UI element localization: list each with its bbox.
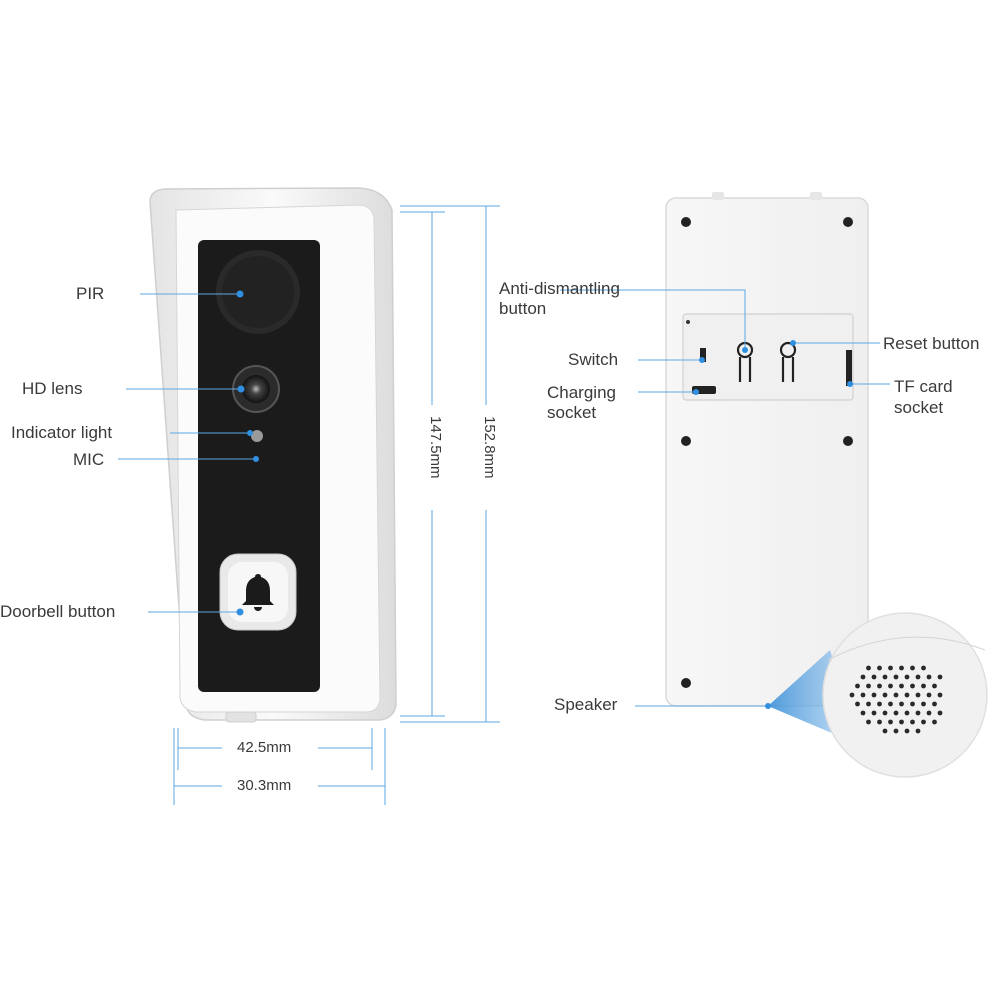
speaker-hole xyxy=(921,701,926,707)
speaker-hole xyxy=(915,728,921,734)
speaker-hole xyxy=(877,719,882,725)
speaker-hole xyxy=(926,674,932,680)
speaker-hole xyxy=(937,710,943,716)
speaker-hole xyxy=(888,665,893,671)
label-anti-dismantling-line2: button xyxy=(499,299,547,318)
speaker-hole xyxy=(849,692,855,698)
label-indicator-light: Indicator light xyxy=(11,423,113,442)
speaker-grille xyxy=(849,665,943,734)
speaker-hole xyxy=(855,683,860,689)
speaker-hole xyxy=(904,710,910,716)
speaker-hole xyxy=(937,674,943,680)
speaker-hole xyxy=(910,665,915,671)
dimension-height-outer: 152.8mm xyxy=(481,416,498,479)
speaker-hole xyxy=(937,692,943,698)
back-panel xyxy=(665,197,869,707)
speaker-hole xyxy=(932,701,937,707)
back-leaders xyxy=(560,289,890,707)
speaker-hole xyxy=(910,683,915,689)
label-mic: MIC xyxy=(73,450,105,469)
speaker-hole xyxy=(866,719,871,725)
speaker-hole xyxy=(893,674,899,680)
speaker-hole xyxy=(860,710,866,716)
speaker-hole xyxy=(904,674,910,680)
speaker-hole xyxy=(899,665,904,671)
speaker-hole xyxy=(882,710,888,716)
label-speaker: Speaker xyxy=(554,695,618,714)
label-switch: Switch xyxy=(568,350,619,369)
front-device xyxy=(149,187,397,723)
label-tf-card-line1: TF card xyxy=(894,377,953,396)
speaker-hole xyxy=(888,719,893,725)
back-leader-dots xyxy=(693,340,853,709)
speaker-hole xyxy=(904,728,910,734)
back-device xyxy=(665,192,869,707)
front-leader-dots xyxy=(236,290,259,616)
label-charging-line1: Charging xyxy=(547,383,616,402)
speaker-hole xyxy=(915,692,921,698)
dimension-width-outer: 42.5mm xyxy=(237,739,292,756)
speaker-hole xyxy=(899,701,904,707)
speaker-hole xyxy=(888,701,893,707)
speaker-hole xyxy=(882,692,888,698)
speaker-hole xyxy=(888,683,893,689)
label-hd-lens: HD lens xyxy=(22,379,83,398)
speaker-hole xyxy=(899,719,904,725)
speaker-hole xyxy=(860,692,866,698)
speaker-hole xyxy=(926,710,932,716)
dimension-width-inner: 30.3mm xyxy=(237,777,292,794)
speaker-hole xyxy=(899,683,904,689)
vertical-dimension-lines xyxy=(400,205,500,723)
speaker-hole xyxy=(871,710,877,716)
speaker-hole xyxy=(926,692,932,698)
bell-icon xyxy=(242,574,274,611)
speaker-hole xyxy=(871,692,877,698)
label-pir: PIR xyxy=(76,284,105,303)
label-reset-button: Reset button xyxy=(883,334,980,353)
speaker-hole xyxy=(882,728,888,734)
speaker-hole xyxy=(855,701,860,707)
speaker-hole xyxy=(877,683,882,689)
back-compartment xyxy=(682,313,854,401)
dimension-height-inner: 147.5mm xyxy=(427,416,444,479)
speaker-hole xyxy=(921,683,926,689)
speaker-hole xyxy=(893,692,899,698)
speaker-hole xyxy=(915,674,921,680)
speaker-hole xyxy=(860,674,866,680)
speaker-hole xyxy=(915,710,921,716)
speaker-hole xyxy=(871,674,877,680)
speaker-hole xyxy=(866,701,871,707)
label-charging-line2: socket xyxy=(547,403,597,422)
speaker-hole xyxy=(866,665,871,671)
speaker-hole xyxy=(921,719,926,725)
speaker-hole xyxy=(910,719,915,725)
speaker-hole xyxy=(904,692,910,698)
label-doorbell-button: Doorbell button xyxy=(0,602,116,621)
speaker-hole xyxy=(893,710,899,716)
screw-holes xyxy=(681,217,853,688)
speaker-hole xyxy=(877,701,882,707)
speaker-hole xyxy=(932,719,937,725)
tf-card-slot xyxy=(846,350,852,386)
speaker-hole xyxy=(910,701,915,707)
speaker-hole xyxy=(921,665,926,671)
speaker-hole xyxy=(893,728,899,734)
speaker-zoom xyxy=(822,612,988,778)
speaker-hole xyxy=(932,683,937,689)
front-leaders xyxy=(118,293,256,613)
speaker-hole xyxy=(882,674,888,680)
speaker-hole xyxy=(866,683,871,689)
indicator-light xyxy=(251,430,263,442)
label-tf-card-line2: socket xyxy=(894,398,944,417)
speaker-hole xyxy=(877,665,882,671)
switch-graphic xyxy=(700,348,706,362)
horizontal-dimension-lines xyxy=(173,728,386,805)
label-anti-dismantling-line1: Anti-dismantling xyxy=(499,279,620,298)
